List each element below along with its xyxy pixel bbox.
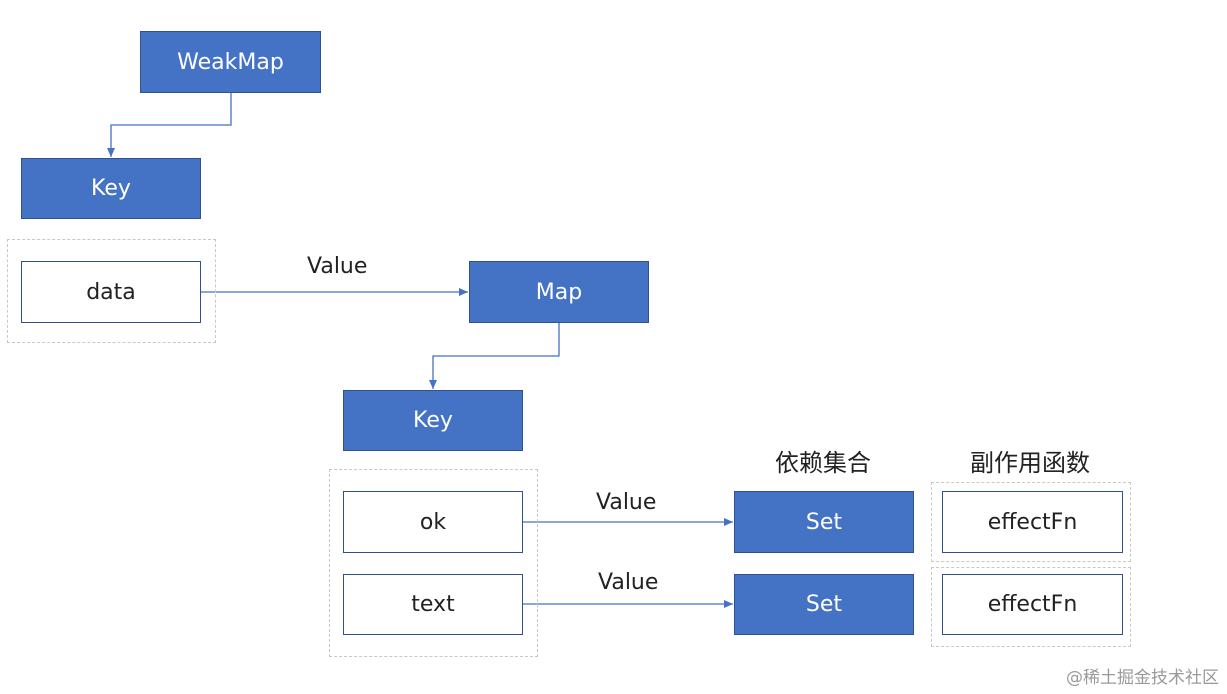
effectfn-node-ok: effectFn — [942, 491, 1123, 553]
value-label-text-set: Value — [598, 570, 659, 595]
effect-group-text — [931, 567, 1131, 647]
value-label-data-map: Value — [307, 254, 368, 279]
set-node-text: Set — [734, 574, 914, 635]
data-key-group — [7, 239, 216, 343]
effectfn-node-text: effectFn — [942, 574, 1123, 635]
weakmap-node: WeakMap — [140, 31, 321, 93]
watermark-text: @稀土掘金技术社区 — [1066, 668, 1219, 688]
key-node-mid: Key — [343, 390, 523, 451]
effect-group-ok — [931, 482, 1131, 562]
set-node-ok: Set — [734, 491, 914, 553]
header-side-effect-functions: 副作用函数 — [970, 449, 1090, 477]
value-label-ok-set: Value — [596, 490, 657, 515]
inner-key-group — [329, 469, 538, 657]
ok-key-node: ok — [343, 491, 523, 553]
key-node-top: Key — [21, 158, 201, 219]
data-key-node: data — [21, 261, 201, 323]
map-node: Map — [469, 261, 649, 323]
header-dependency-set: 依赖集合 — [775, 449, 871, 477]
arrow-map-to-key — [429, 323, 560, 389]
arrow-weakmap-to-key — [107, 93, 232, 157]
text-key-node: text — [343, 574, 523, 635]
